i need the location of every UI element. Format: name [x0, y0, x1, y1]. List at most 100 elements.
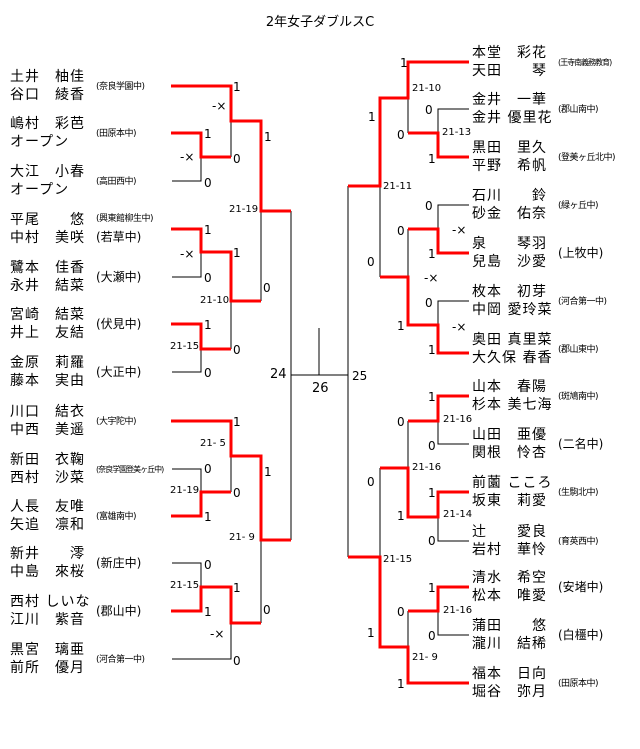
school-name: (生駒北中) [558, 488, 599, 498]
match-score: 21-15 [383, 554, 413, 565]
game-result: 1 [204, 510, 212, 524]
game-result: 1 [397, 677, 405, 691]
match-score: -× [452, 223, 467, 237]
total-score: 26 [312, 381, 329, 396]
school-name: (郡山南中) [558, 105, 599, 115]
player-name: 山田 亜優 [472, 427, 547, 443]
left-team-entry: 黒宮 璃亜前所 優月(河合第一中) [10, 641, 170, 677]
match-score: 21-15 [170, 580, 200, 591]
left-team-entry: 鷺本 佳香永井 結菜(大瀬中) [10, 259, 170, 295]
game-result: 0 [397, 605, 405, 619]
player-name: 平尾 悠 [10, 212, 85, 228]
game-result: 1 [233, 581, 241, 595]
left-team-entry: 川口 結衣中西 美遥(大宇陀中) [10, 403, 170, 439]
match-score: 21-10 [412, 83, 442, 94]
player-name: 坂東 莉愛 [472, 493, 547, 509]
left-team-entry: 新井 澪中島 來桜 (新庄中) [10, 545, 170, 581]
player-name: 清水 希空 [472, 570, 547, 586]
match-score: 21-15 [170, 341, 200, 352]
player-name: 嶋村 彩芭 [10, 116, 85, 132]
right-team-entry: 蒲田 悠瀧川 結稀(白橿中) [472, 617, 632, 653]
game-result: 1 [428, 343, 436, 357]
right-team-entry: 石川 鈴砂金 佑奈(緑ヶ丘中) [472, 187, 632, 223]
match-score: 21- 5 [200, 438, 226, 449]
school-name: (新庄中) [96, 556, 142, 570]
school-name: (郡山中) [96, 604, 142, 618]
right-team-entry: 山本 春陽杉本 美七海(斑鳩南中) [472, 378, 632, 414]
game-result: 0 [425, 199, 433, 213]
school-name: (郡山東中) [558, 345, 599, 355]
match-score: 21-16 [443, 605, 473, 616]
player-name: 辻 愛良 [472, 524, 547, 540]
match-score: -× [210, 627, 225, 641]
player-name: 石川 鈴 [472, 188, 547, 204]
left-team-entry: 平尾 悠中村 美咲(興東館柳生中)(若草中) [10, 211, 170, 247]
player-name: 金井 一華 [472, 92, 547, 108]
game-result: 0 [397, 224, 405, 238]
match-score: -× [180, 247, 195, 261]
right-team-entry: 清水 希空松本 唯愛(安堵中) [472, 569, 632, 605]
game-result: 0 [263, 281, 271, 295]
match-score: 21-11 [383, 181, 413, 192]
game-result: 1 [204, 127, 212, 141]
game-result: 0 [233, 654, 241, 668]
player-name: 平野 希帆 [472, 158, 547, 174]
game-result: 0 [367, 255, 375, 269]
player-name: 永井 結菜 [10, 278, 85, 294]
game-result: 1 [233, 415, 241, 429]
total-score: 25 [352, 369, 368, 383]
game-result: 0 [428, 534, 436, 548]
player-name: 福本 日向 [472, 666, 547, 682]
player-name: 鷺本 佳香 [10, 260, 85, 276]
school-name: (斑鳩南中) [558, 392, 599, 402]
player-name: 堀谷 弥月 [472, 684, 547, 700]
game-result: 0 [263, 603, 271, 617]
school-name: (緑ヶ丘中) [558, 201, 599, 211]
game-result: 1 [264, 465, 272, 479]
total-score: 24 [270, 367, 287, 382]
game-result: 1 [204, 318, 212, 332]
left-team-entry: 新田 衣鞠西村 沙菜(奈良学園登美ヶ丘中) [10, 451, 170, 487]
game-result: 1 [367, 626, 375, 640]
game-result: 0 [204, 366, 212, 380]
right-team-entry: 泉 琴羽兒島 沙愛(上牧中) [472, 235, 632, 271]
player-name: 人長 友唯 [10, 499, 85, 515]
game-result: 0 [425, 103, 433, 117]
school-name: (高田西中) [96, 177, 137, 187]
player-name: 金井 優里花 [472, 110, 553, 126]
game-result: 0 [397, 415, 405, 429]
player-name: 新井 澪 [10, 546, 85, 562]
match-score: -× [452, 320, 467, 334]
school-name: (河合第一中) [96, 655, 145, 665]
school-name: (奈良学園登美ヶ丘中) [96, 465, 164, 474]
player-name: 江川 紫音 [10, 612, 85, 628]
school-name: (大宇陀中) [96, 417, 137, 427]
left-team-entry: 大江 小春オープン(高田西中) [10, 163, 170, 199]
right-team-entry: 奥田 真里菜大久保 春香(郡山東中) [472, 331, 632, 367]
game-result: 0 [428, 439, 436, 453]
player-name: 中西 美遥 [10, 422, 85, 438]
player-name: 関根 怜杏 [472, 445, 547, 461]
right-team-entry: 辻 愛良岩村 華怜 (育英西中) [472, 523, 632, 559]
player-name: 奥田 真里菜 [472, 332, 553, 348]
player-name: 蒲田 悠 [472, 618, 547, 634]
game-result: 0 [204, 558, 212, 572]
school-name: (田原本中) [96, 129, 137, 139]
game-result: 1 [400, 56, 408, 70]
school-name: (奈良学園中) [96, 82, 145, 92]
game-result: 1 [428, 152, 436, 166]
player-name: 天田 琴 [472, 63, 547, 79]
player-name: 谷口 綾香 [10, 87, 85, 103]
school-name: (二名中) [558, 437, 604, 451]
player-name: 矢追 凛和 [10, 517, 85, 533]
player-name: 新田 衣鞠 [10, 452, 85, 468]
player-name: 黒宮 璃亜 [10, 642, 85, 658]
player-name: オープン [10, 134, 70, 150]
school-name: (安堵中) [558, 580, 604, 594]
player-name: 岩村 華怜 [472, 542, 547, 558]
game-result: 0 [204, 462, 212, 476]
school-name: (育英西中) [558, 537, 599, 547]
player-name: 井上 友結 [10, 325, 85, 341]
player-name: 中島 來桜 [10, 564, 85, 580]
